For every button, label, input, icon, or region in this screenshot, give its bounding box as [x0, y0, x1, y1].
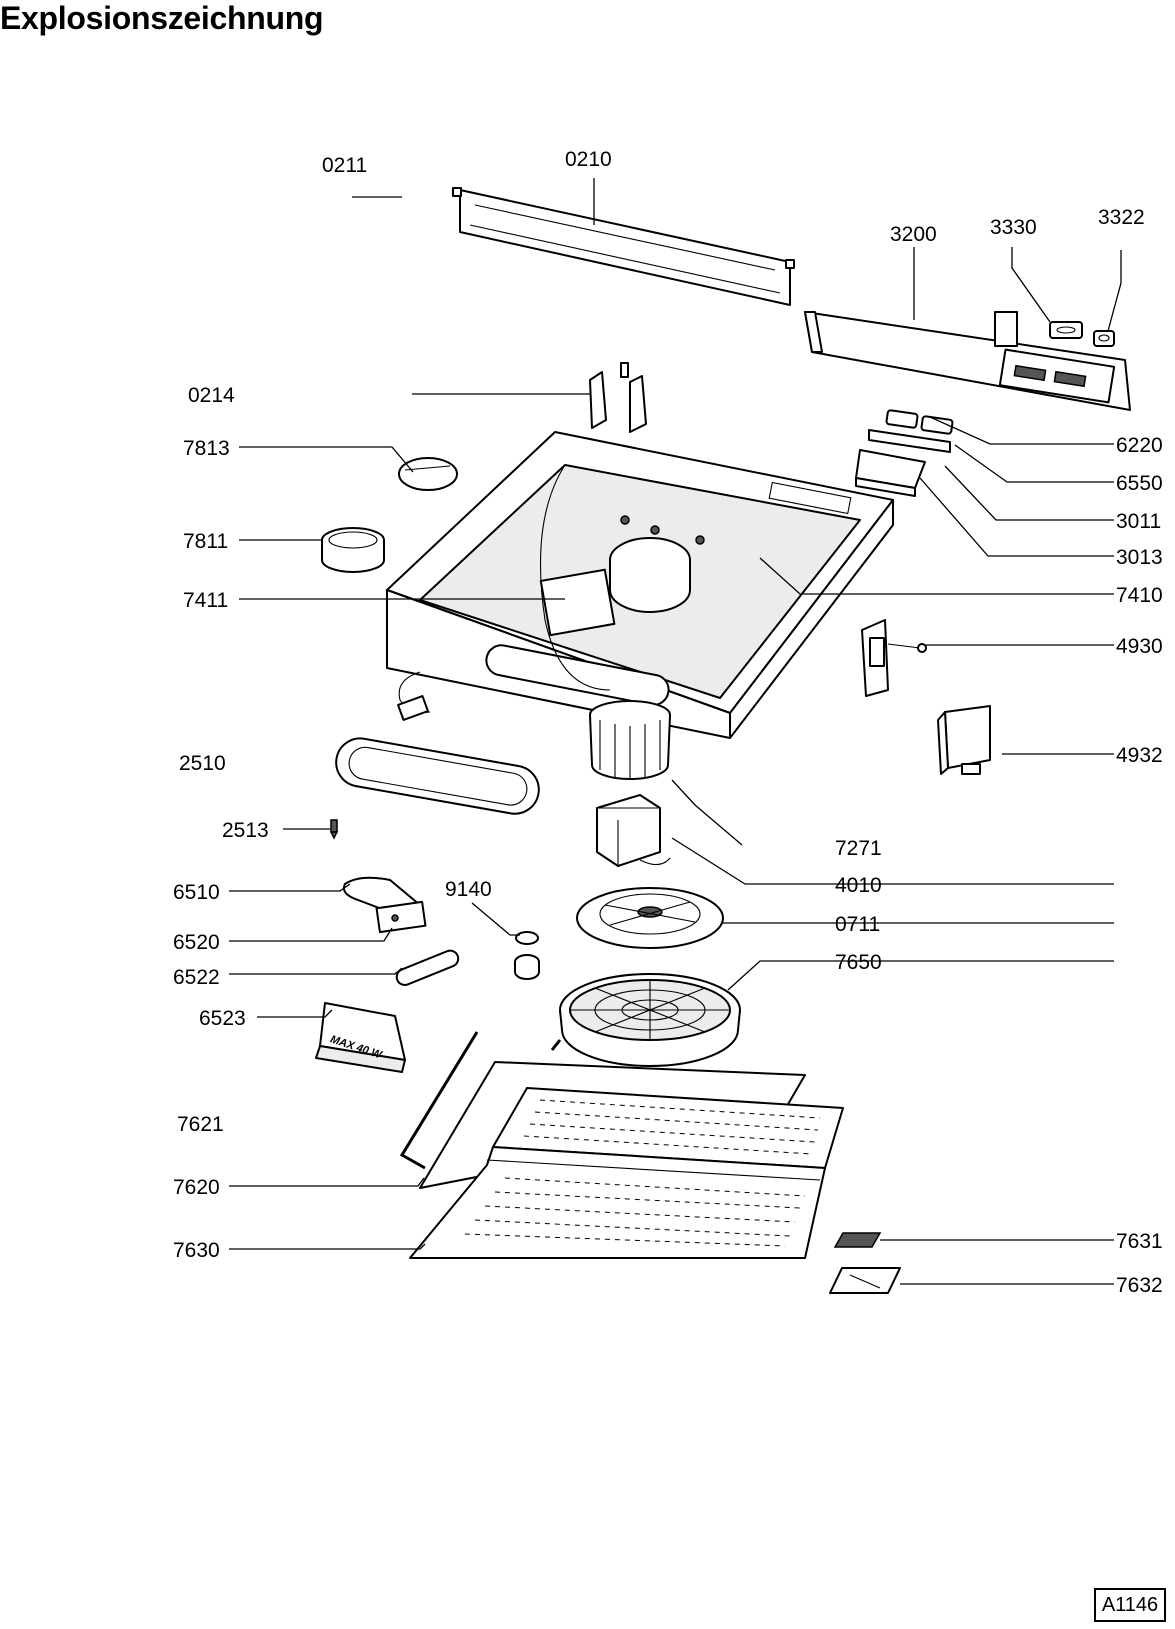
- spacer-9140: [514, 931, 540, 980]
- seal-disc-7813: [398, 457, 458, 491]
- filter-clip-7621: [399, 1031, 562, 1170]
- switch-knob-3322: [1093, 330, 1115, 347]
- brackets-0214: [589, 362, 647, 433]
- capacitor-4932: [937, 705, 991, 775]
- lamp-holder-6520: [375, 900, 427, 934]
- brand-badge-7631: [833, 1232, 882, 1248]
- label-0711: 0711: [835, 913, 880, 936]
- part-number-labels: 0211 0210 3200 3330 3322 0214 7813 6220 …: [173, 148, 1163, 1297]
- charcoal-filter-7650: [559, 973, 741, 1067]
- label-7271: 7271: [835, 837, 882, 860]
- label-7630: 7630: [173, 1239, 220, 1262]
- screw-2513: [329, 819, 339, 840]
- switch-holder-3013: [855, 449, 926, 497]
- control-panel-3200: [804, 311, 1131, 411]
- label-4930: 4930: [1116, 635, 1163, 658]
- label-9140: 9140: [445, 878, 492, 901]
- label-6220: 6220: [1116, 434, 1163, 457]
- label-6520: 6520: [173, 931, 220, 954]
- label-7811: 7811: [183, 530, 228, 553]
- label-2510: 2510: [179, 752, 226, 775]
- label-7620: 7620: [173, 1176, 220, 1199]
- label-7650: 7650: [835, 951, 882, 974]
- label-7631: 7631: [1116, 1230, 1163, 1253]
- motor-plate-0711: [576, 887, 724, 949]
- label-6523: 6523: [199, 1007, 246, 1030]
- lamp-cover-6523: MAX 40 W: [315, 1002, 406, 1073]
- switch-knob-3330: [1049, 321, 1083, 339]
- label-0210: 0210: [565, 148, 612, 171]
- front-panel-0210: [452, 187, 795, 306]
- grease-filter-7630: [409, 1087, 844, 1259]
- label-3200: 3200: [890, 223, 937, 246]
- label-6550: 6550: [1116, 472, 1163, 495]
- filter-perforation: [464, 1099, 821, 1247]
- label-0214: 0214: [188, 384, 235, 407]
- label-7813: 7813: [183, 437, 230, 460]
- fan-wheel-7271: [589, 700, 671, 780]
- label-4932: 4932: [1116, 744, 1163, 767]
- power-cable-7411: [397, 671, 431, 721]
- label-7411: 7411: [183, 589, 228, 612]
- lamp-switch-4930: [861, 619, 927, 697]
- label-3330: 3330: [990, 216, 1037, 239]
- gasket-2510: [335, 737, 540, 815]
- label-4010: 4010: [835, 874, 882, 897]
- hood-housing-7410: [386, 431, 894, 739]
- label-3011: 3011: [1116, 510, 1161, 533]
- label-3013: 3013: [1116, 546, 1163, 569]
- page-title: Explosionszeichnung: [0, 0, 324, 36]
- leader-lines: [229, 178, 1122, 1285]
- label-7632: 7632: [1116, 1274, 1163, 1297]
- filter-handle-7632: [829, 1267, 901, 1294]
- motor-4010: [596, 794, 671, 867]
- label-7621: 7621: [177, 1113, 224, 1136]
- label-7410: 7410: [1116, 584, 1163, 607]
- label-2513: 2513: [222, 819, 269, 842]
- lamp-seal-6522: [395, 949, 460, 986]
- switch-parts-6220-6550: [868, 409, 954, 453]
- connector-ring-7811: [321, 527, 385, 573]
- label-6510: 6510: [173, 881, 220, 904]
- label-6522: 6522: [173, 966, 220, 989]
- label-3322: 3322: [1098, 206, 1145, 229]
- drawing-code: A1146: [1094, 1588, 1166, 1622]
- label-0211: 0211: [322, 154, 367, 177]
